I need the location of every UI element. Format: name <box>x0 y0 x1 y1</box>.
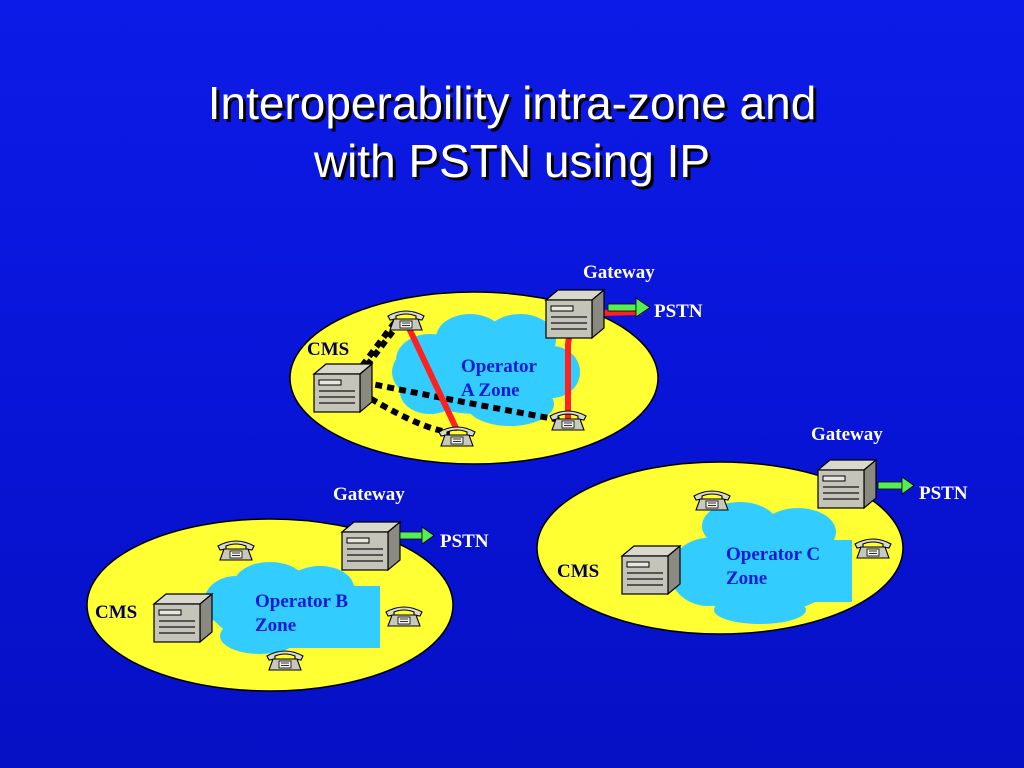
zone-c-pstn-arrow <box>877 476 915 495</box>
zone-b-cloud-label-line-2: Zone <box>255 615 297 636</box>
zone-c-gateway-label: Gateway <box>811 424 883 445</box>
zone-a-phone-icon-2 <box>438 426 476 447</box>
slide-title: Interoperability intra-zone and with PST… <box>0 74 1024 190</box>
zone-b-phone-icon-2 <box>385 606 423 627</box>
zone-a-pstn-arrow <box>607 297 651 318</box>
zone-b-cms-label: CMS <box>95 602 138 623</box>
zone-c-cms-server-icon <box>621 545 681 595</box>
zone-c-cloud-label: Operator C Zone <box>726 543 820 591</box>
zone-c-label-box <box>722 540 852 602</box>
zone-a-gateway-label: Gateway <box>583 262 655 283</box>
title-line-2: with PSTN using IP <box>313 135 711 187</box>
zone-a-cloud-label-line-2: A Zone <box>461 380 520 401</box>
zone-c-cms-label: CMS <box>557 561 600 582</box>
zone-c-gateway-server-icon <box>817 459 877 509</box>
zone-c-cloud-label-line-2: Zone <box>726 568 768 589</box>
zone-b-gateway-label: Gateway <box>333 484 405 505</box>
title-line-1: Interoperability intra-zone and <box>207 77 817 129</box>
zone-a-cloud-label-line-1: Operator <box>461 356 537 377</box>
zone-a-phone-icon-3 <box>549 410 587 431</box>
zone-a-phone-icon-1 <box>387 310 425 331</box>
zone-b-cloud-label-line-1: Operator B <box>255 591 349 612</box>
zone-b-pstn-label: PSTN <box>440 531 489 552</box>
zone-b-cloud-label: Operator B Zone <box>255 590 348 638</box>
zone-b-phone-icon-1 <box>217 540 255 561</box>
zone-a-cms-server-icon <box>313 363 373 413</box>
zone-c-pstn-label: PSTN <box>919 483 968 504</box>
zone-a-cloud-label: Operator A Zone <box>461 355 537 403</box>
zone-b-label-box <box>252 586 380 648</box>
zone-c-cloud-label-line-1: Operator C <box>726 544 821 565</box>
zone-c-phone-icon-1 <box>693 490 731 511</box>
zone-b-phone-icon-3 <box>266 650 304 671</box>
zone-a-gateway-server-icon <box>545 289 605 339</box>
zone-b-cms-server-icon <box>153 593 213 643</box>
zone-a-cms-label: CMS <box>307 339 350 360</box>
zone-c-phone-icon-2 <box>854 538 892 559</box>
zone-b-gateway-server-icon <box>341 521 401 571</box>
zone-a-pstn-label: PSTN <box>654 301 703 322</box>
zone-b-pstn-arrow <box>399 526 435 545</box>
